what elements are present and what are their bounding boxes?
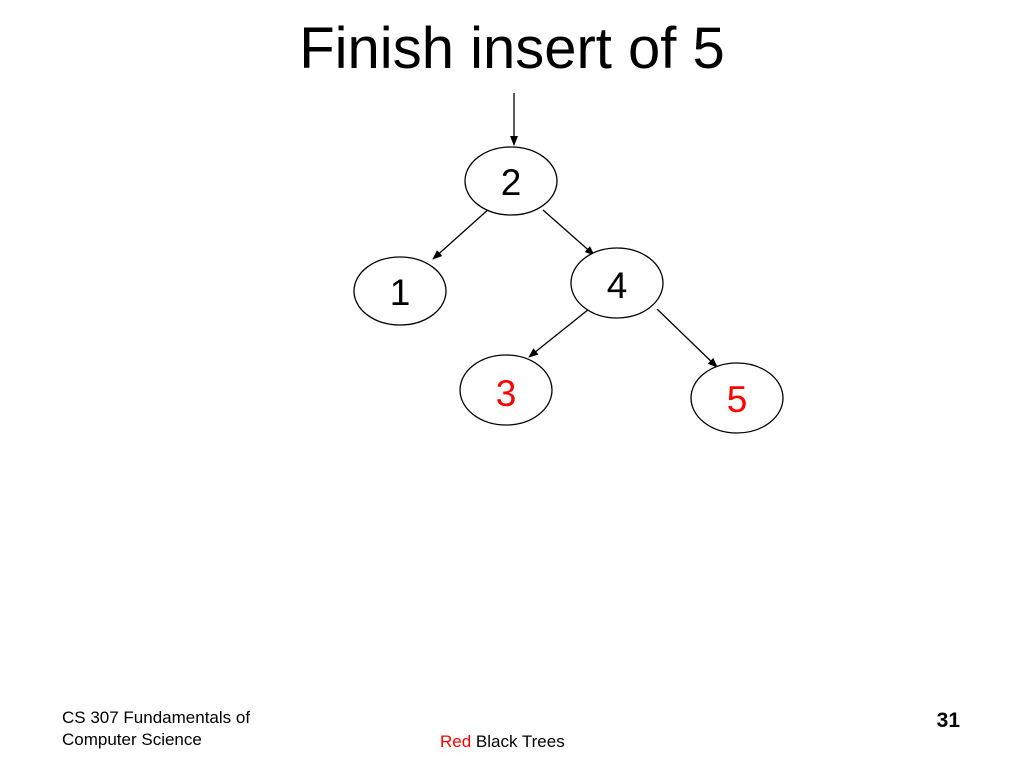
node-label: 4 xyxy=(607,265,628,306)
tree-node-5: 5 xyxy=(690,362,784,434)
edge-node-4-to-node-5 xyxy=(656,308,718,368)
footer-course-line2: Computer Science xyxy=(62,730,202,749)
footer-topic: Red Black Trees xyxy=(440,731,565,753)
node-label-red: 5 xyxy=(727,379,748,420)
tree-node-2: 2 xyxy=(464,146,558,216)
footer-topic-rest: Black Trees xyxy=(471,732,565,751)
tree-node-3: 3 xyxy=(459,354,553,426)
tree-node-4: 4 xyxy=(570,247,664,319)
edge-node-4-to-node-3 xyxy=(528,308,590,358)
edge-node-2-to-node-1 xyxy=(432,207,491,260)
tree-node-1: 1 xyxy=(353,256,447,326)
footer-course: CS 307 Fundamentals of Computer Science xyxy=(62,707,250,751)
node-label: 1 xyxy=(390,272,411,313)
node-label-red: 3 xyxy=(496,373,517,414)
node-label: 2 xyxy=(501,162,522,203)
footer-course-line1: CS 307 Fundamentals of xyxy=(62,708,251,727)
slide-title: Finish insert of 5 xyxy=(299,16,725,81)
edge-node-2-to-node-4 xyxy=(542,209,595,256)
footer-topic-red-word: Red xyxy=(440,732,472,751)
page-number: 31 xyxy=(936,709,960,732)
